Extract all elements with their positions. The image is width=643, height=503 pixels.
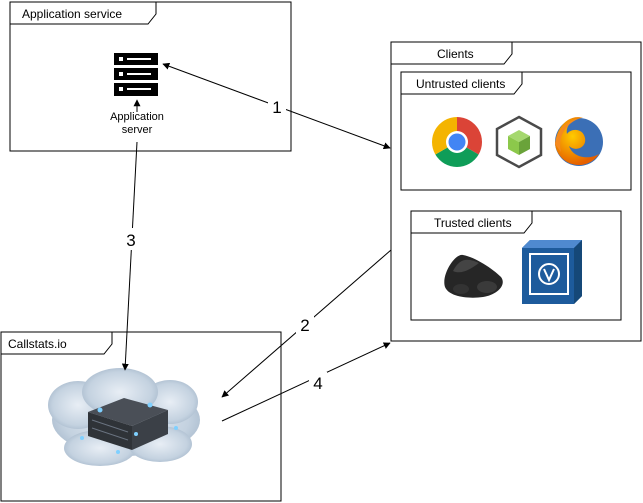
server-icon (114, 53, 158, 96)
edge-4: 4 (221, 342, 391, 422)
chrome-icon (432, 117, 482, 167)
node-cube-icon (495, 115, 543, 169)
edge-label-1: 1 (272, 98, 281, 117)
frame-untrusted-clients: Untrusted clients (400, 71, 632, 191)
edge-label-4: 4 (313, 374, 322, 393)
frame-title-clients: Clients (437, 47, 474, 61)
edge-label-2: 2 (300, 316, 309, 335)
frame-title-untrusted-clients: Untrusted clients (416, 77, 505, 91)
vmware-vsphere-icon (522, 240, 582, 304)
frame-title-trusted-clients: Trusted clients (434, 216, 512, 230)
edge-label-3: 3 (126, 231, 135, 250)
firefox-icon (555, 117, 603, 166)
edge-3: 3 (121, 99, 141, 371)
edge-2: 2 (221, 249, 392, 398)
server-label-line1: Application (110, 111, 164, 123)
frame-trusted-clients: Trusted clients (410, 210, 622, 321)
conference-phone-icon (444, 254, 503, 298)
server-label-line2: server (122, 124, 153, 136)
frame-callstats: Callstats.io (0, 331, 282, 502)
frame-title-application-service: Application service (22, 7, 122, 21)
cloud-server-icon (48, 368, 200, 466)
edge-1: 1 (162, 62, 391, 150)
frame-clients: Clients (390, 41, 642, 342)
frame-title-callstats: Callstats.io (8, 337, 67, 351)
